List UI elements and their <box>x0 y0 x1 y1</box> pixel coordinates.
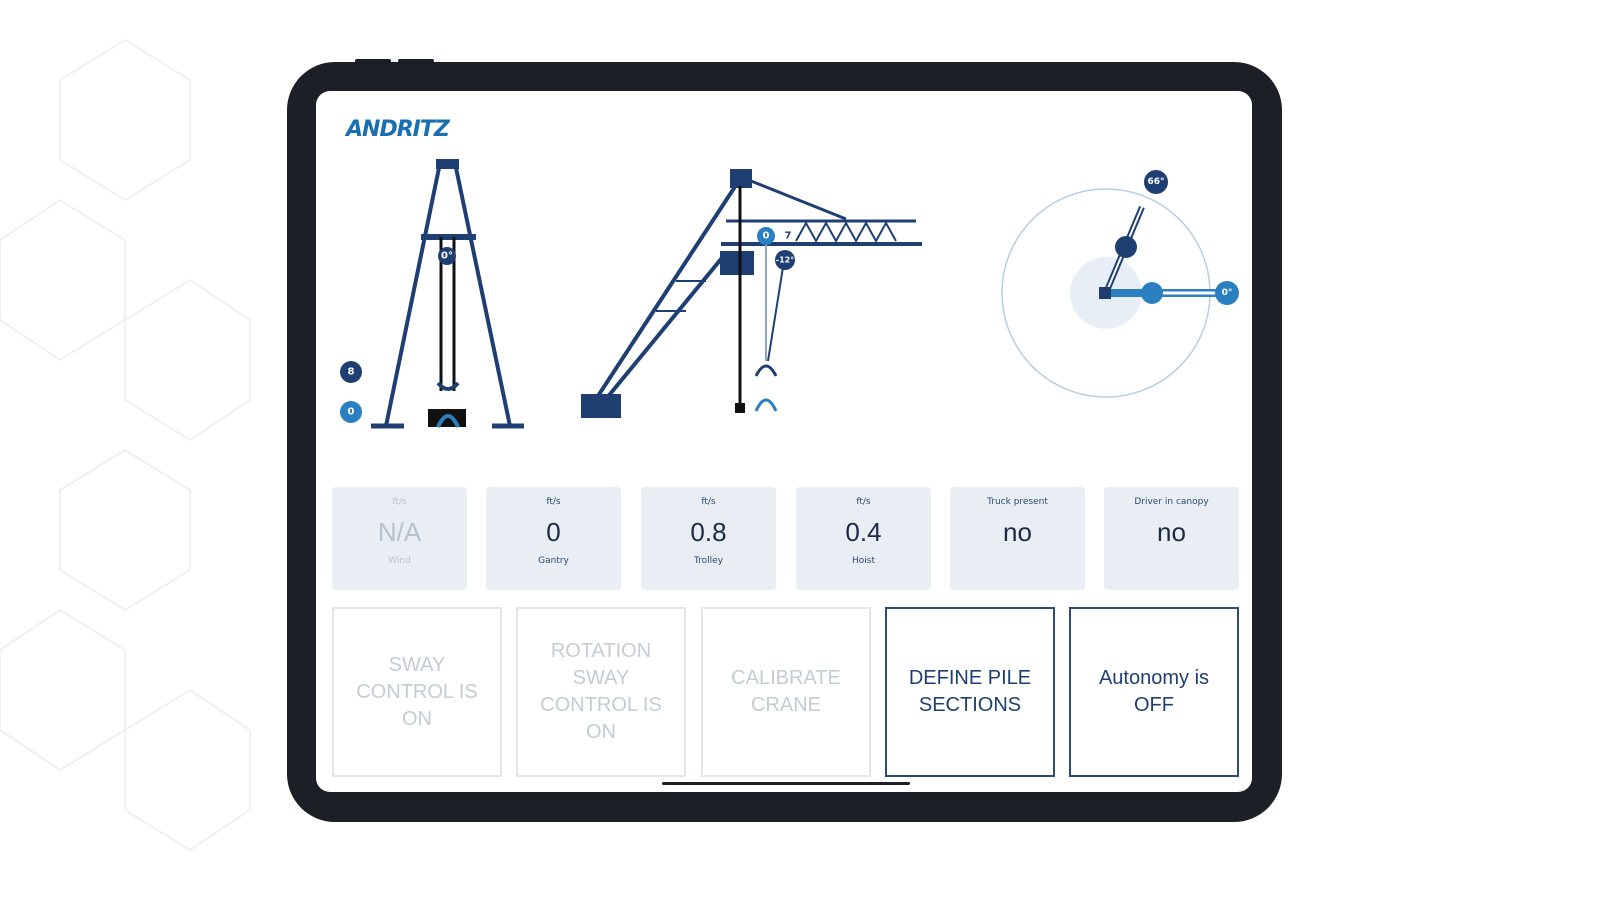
side-lower-label: 0 <box>348 407 355 418</box>
tablet-button <box>355 59 391 63</box>
rotation-angle-label: 66° <box>1147 177 1164 187</box>
angle-badge <box>438 247 456 265</box>
badge <box>1144 170 1168 194</box>
rotation-sway-control-button[interactable]: ROTATION SWAY CONTROL IS ON <box>516 607 686 777</box>
autonomy-toggle-button[interactable]: Autonomy is OFF <box>1069 607 1239 777</box>
badge <box>340 361 362 383</box>
define-pile-sections-button[interactable]: DEFINE PILE SECTIONS <box>885 607 1055 777</box>
badge <box>775 250 795 270</box>
badge <box>340 401 362 423</box>
screen: ANDRITZ 0° 8 0 0 7 -12° <box>316 91 1252 792</box>
side-upper-label: 8 <box>348 367 355 378</box>
rope-angle-label: -12° <box>776 256 794 265</box>
rotation-top-view <box>1001 188 1221 398</box>
calibrate-crane-button[interactable]: CALIBRATE CRANE <box>701 607 871 777</box>
home-indicator[interactable] <box>662 782 910 785</box>
crane-visualization: 0° 8 0 0 7 -12° <box>340 159 1239 429</box>
badge <box>757 227 775 245</box>
trolley-position-label: 0 <box>763 231 770 242</box>
side-angle-label: 0° <box>441 251 453 262</box>
badge <box>1215 281 1239 305</box>
background-hex-pattern <box>0 38 251 852</box>
tablet-button <box>398 59 434 63</box>
trolley-number-label: 7 <box>785 231 792 242</box>
andritz-logo: ANDRITZ <box>346 117 450 142</box>
sway-control-button[interactable]: SWAY CONTROL IS ON <box>332 607 502 777</box>
gantry-front-view <box>371 159 524 429</box>
gantry-side-view <box>581 169 922 418</box>
rotation-reference-label: 0° <box>1222 288 1233 298</box>
